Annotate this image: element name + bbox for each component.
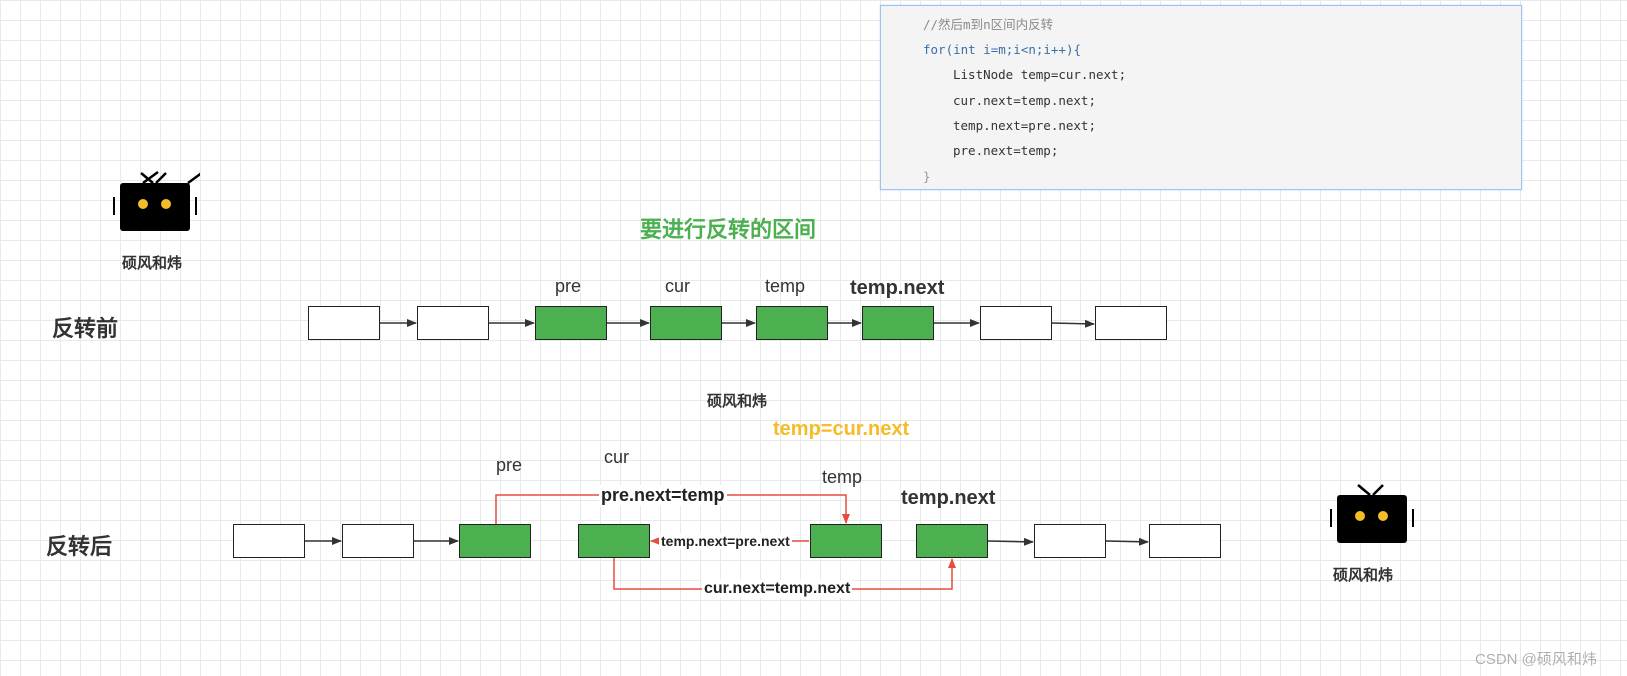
after-title: 反转后 (46, 534, 113, 559)
before-node-temp-next (862, 306, 934, 340)
before-arrow-7 (1051, 319, 1095, 328)
after-arrow-3 (987, 537, 1034, 546)
before-pre-label: pre (555, 276, 582, 296)
brand-label-bottom: 硕风和炜 (1333, 567, 1394, 584)
code-panel: //然后m到n区间内反转 for(int i=m;i<n;i++){ ListN… (880, 5, 1522, 190)
interval-title: 要进行反转的区间 (640, 217, 817, 242)
after-arrow-4 (1105, 537, 1149, 546)
before-cur-label: cur (665, 276, 691, 296)
code-line-pre-next: pre.next=temp; (953, 143, 1059, 158)
after-cur-label: cur (604, 447, 630, 467)
temp-assign-title: temp=cur.next (773, 418, 910, 440)
code-comment: //然后m到n区间内反转 (923, 17, 1054, 32)
before-node-2 (417, 306, 489, 340)
after-temp-label: temp (822, 467, 863, 487)
code-close-brace: } (923, 169, 931, 184)
before-title: 反转前 (52, 316, 119, 341)
code-line-cur-next: cur.next=temp.next; (953, 93, 1096, 108)
before-node-8 (1095, 306, 1167, 340)
label-cur-next-temp-next: cur.next=temp.next (702, 580, 853, 598)
after-node-cur (578, 524, 650, 558)
before-temp-label: temp (765, 276, 806, 296)
after-node-pre (459, 524, 531, 558)
after-node-8 (1149, 524, 1221, 558)
label-pre-next-temp: pre.next=temp (599, 485, 727, 506)
before-temp-next-label: temp.next (850, 277, 945, 299)
after-node-temp-next (916, 524, 988, 558)
before-node-cur (650, 306, 722, 340)
brand-label-top: 硕风和炜 (122, 255, 183, 272)
after-temp-next-label: temp.next (901, 487, 996, 509)
after-node-2 (342, 524, 414, 558)
tv-robot-mascot-icon (113, 170, 200, 231)
before-node-7 (980, 306, 1052, 340)
after-node-1 (233, 524, 305, 558)
label-temp-next-pre-next: temp.next=pre.next (659, 533, 792, 549)
after-node-temp (810, 524, 882, 558)
code-line-temp-next: temp.next=pre.next; (953, 118, 1096, 133)
before-node-temp (756, 306, 828, 340)
after-pre-label: pre (496, 455, 523, 475)
brand-label-center: 硕风和炜 (707, 393, 768, 410)
tv-robot-mascot-icon (1330, 484, 1414, 543)
csdn-watermark: CSDN @硕风和炜 (1475, 651, 1597, 668)
after-node-7 (1034, 524, 1106, 558)
code-for-header: for(int i=m;i<n;i++){ (923, 42, 1082, 57)
before-node-pre (535, 306, 607, 340)
before-node-1 (308, 306, 380, 340)
code-line-temp: ListNode temp=cur.next; (953, 67, 1127, 82)
